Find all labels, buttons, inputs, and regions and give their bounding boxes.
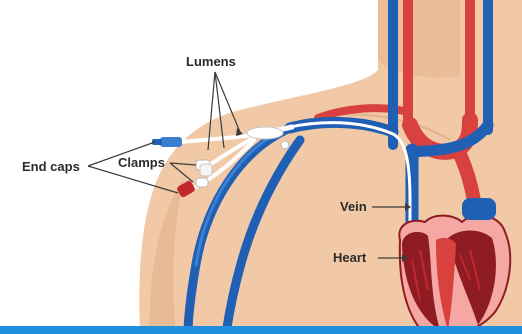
bottom-accent-bar [0,326,522,334]
heart-label: Heart [333,250,367,265]
heart-blue-atrium [462,198,496,220]
suture-wing [281,141,289,149]
end-caps-label: End caps [22,159,80,174]
clamp-bottom [196,178,208,187]
catheter-hub [247,127,283,139]
clamps-label: Clamps [118,155,165,170]
vein-label: Vein [340,199,367,214]
end-cap-white [200,164,212,176]
end-cap-blue [160,137,182,147]
lumens-label: Lumens [186,54,236,69]
